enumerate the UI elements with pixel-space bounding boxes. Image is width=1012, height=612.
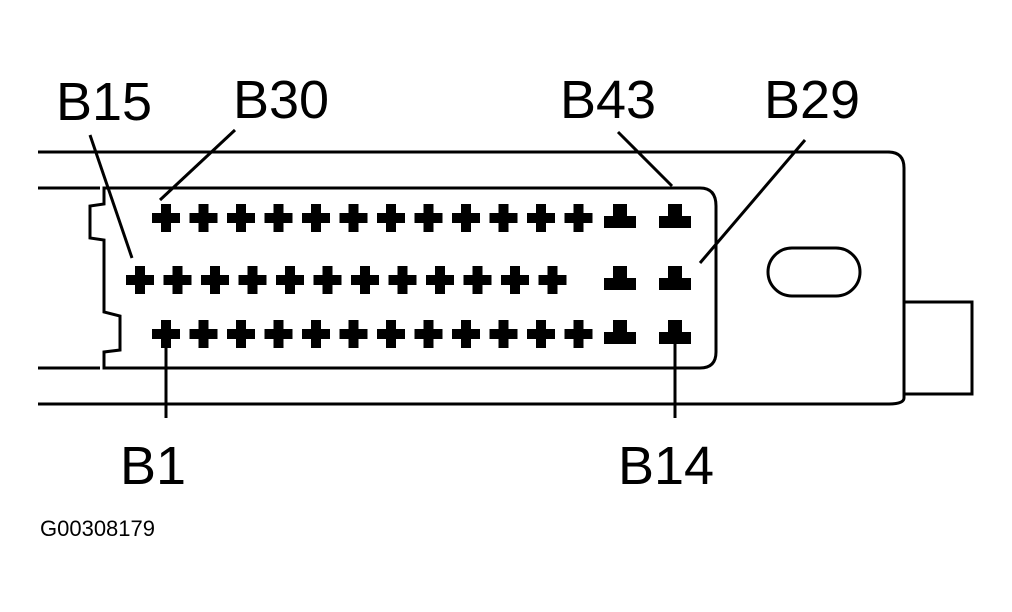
pin-top-3 xyxy=(227,204,255,232)
pin-bottom-3 xyxy=(227,320,255,348)
pin-middle-1 xyxy=(126,266,154,294)
pin-middle-8 xyxy=(388,266,417,294)
pin-bottom-8 xyxy=(414,320,443,348)
pin-top-2 xyxy=(189,204,218,232)
label-b15: B15 xyxy=(56,72,152,132)
leader-b29 xyxy=(698,139,807,264)
pin-bottom-9 xyxy=(452,320,480,348)
pin-top-7 xyxy=(377,204,405,232)
pin-top-12 xyxy=(564,204,593,232)
pin-bottom-7 xyxy=(377,320,405,348)
pin-top-5 xyxy=(302,204,330,232)
pin-middle-11 xyxy=(501,266,529,294)
leader-b15 xyxy=(88,134,134,259)
pin-middle-9 xyxy=(426,266,454,294)
pin-middle-4 xyxy=(238,266,267,294)
pin-cavity xyxy=(88,186,718,370)
pin-middle-2 xyxy=(163,266,192,294)
pin-top-13 xyxy=(604,204,636,228)
pin-top-1 xyxy=(152,204,180,232)
side-tab xyxy=(902,300,974,396)
pin-top-8 xyxy=(414,204,443,232)
figure-id: G00308179 xyxy=(40,516,155,541)
label-b1: B1 xyxy=(120,436,186,496)
pin-top-4 xyxy=(264,204,293,232)
label-b14: B14 xyxy=(618,436,714,496)
pin-grid xyxy=(126,204,691,348)
pin-middle-6 xyxy=(313,266,342,294)
pin-bottom-13 xyxy=(604,320,636,344)
label-b29: B29 xyxy=(764,70,860,130)
pin-bottom-12 xyxy=(564,320,593,348)
mounting-hole xyxy=(766,246,862,298)
pin-bottom-10 xyxy=(489,320,518,348)
pin-middle-7 xyxy=(351,266,379,294)
pin-top-10 xyxy=(489,204,518,232)
pin-bottom-2 xyxy=(189,320,218,348)
label-b43: B43 xyxy=(560,70,656,130)
pin-bottom-1 xyxy=(152,320,180,348)
pin-top-6 xyxy=(339,204,368,232)
pin-bottom-6 xyxy=(339,320,368,348)
pin-top-11 xyxy=(527,204,555,232)
pin-bottom-11 xyxy=(527,320,555,348)
leader-lines xyxy=(88,128,807,418)
pin-top-9 xyxy=(452,204,480,232)
pin-middle-3 xyxy=(201,266,229,294)
pin-middle-12 xyxy=(538,266,567,294)
connector-housing xyxy=(38,150,906,406)
label-b30: B30 xyxy=(233,70,329,130)
pin-middle-10 xyxy=(463,266,492,294)
pin-bottom-5 xyxy=(302,320,330,348)
pin-middle-5 xyxy=(276,266,304,294)
pin-top-14 xyxy=(659,204,691,228)
leader-b43 xyxy=(616,130,674,188)
pin-bottom-4 xyxy=(264,320,293,348)
leader-b30 xyxy=(158,128,237,202)
pin-middle-13 xyxy=(604,266,636,290)
pin-middle-14 xyxy=(659,266,691,290)
